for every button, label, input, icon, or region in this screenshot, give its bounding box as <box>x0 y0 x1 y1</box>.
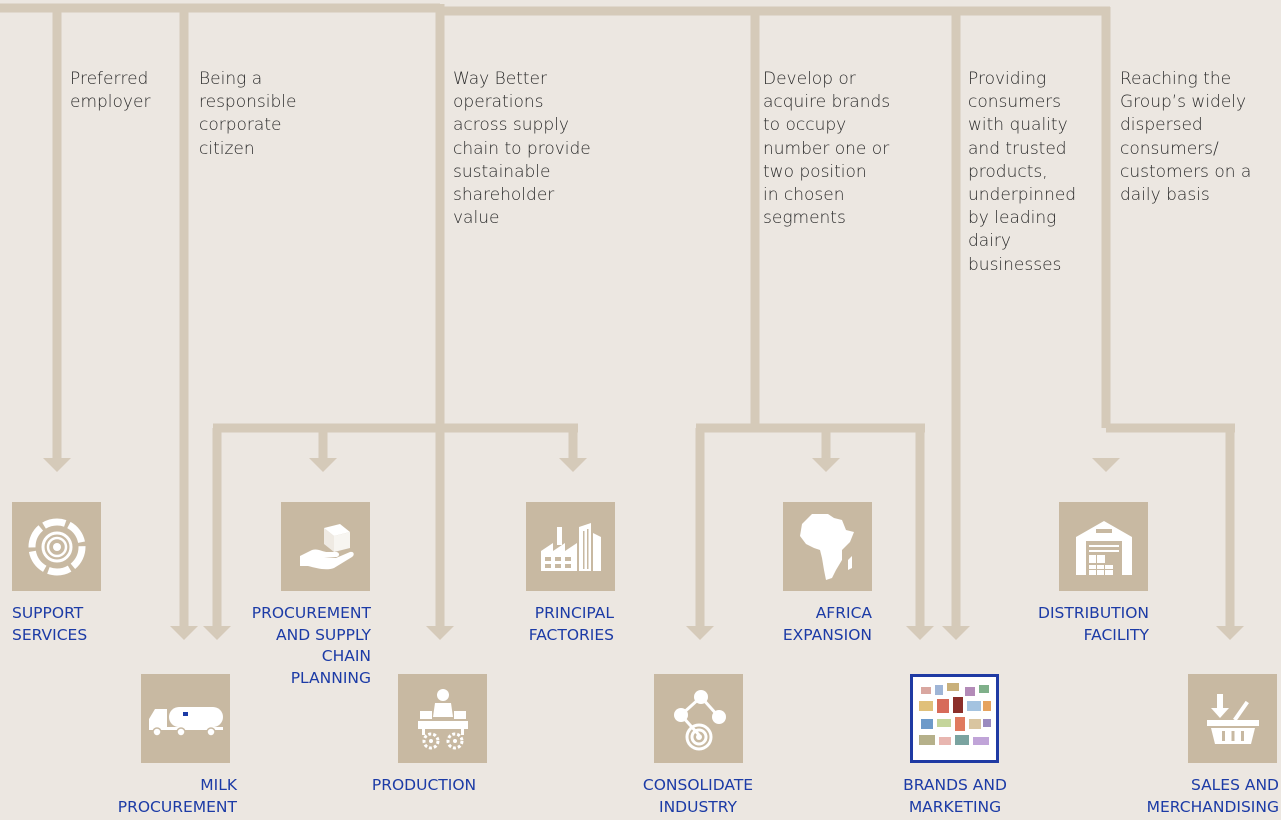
milk-tanker-icon <box>148 706 223 737</box>
node-procurement-supply-chain <box>281 502 370 591</box>
node-support-services <box>12 502 101 591</box>
node-production <box>398 674 487 763</box>
node-sales-merchandising <box>1188 674 1277 763</box>
node-milk-procurement <box>141 674 230 763</box>
node-brands-marketing <box>910 674 999 763</box>
product-collage-icon <box>918 682 991 745</box>
shopping-basket-icon <box>1206 693 1259 744</box>
label-production: PRODUCTION <box>371 776 477 794</box>
node-distribution-facility <box>1059 502 1148 591</box>
production-line-icon <box>417 688 468 749</box>
warehouse-icon <box>1075 520 1132 575</box>
node-consolidate-industry <box>654 674 743 763</box>
africa-map-icon <box>799 513 854 580</box>
hand-package-icon <box>299 523 354 569</box>
node-africa-expansion <box>783 502 872 591</box>
node-principal-factories <box>526 502 615 591</box>
network-nodes-icon <box>673 689 726 750</box>
factory-icon <box>540 522 601 571</box>
gear-target-icon <box>28 518 85 575</box>
